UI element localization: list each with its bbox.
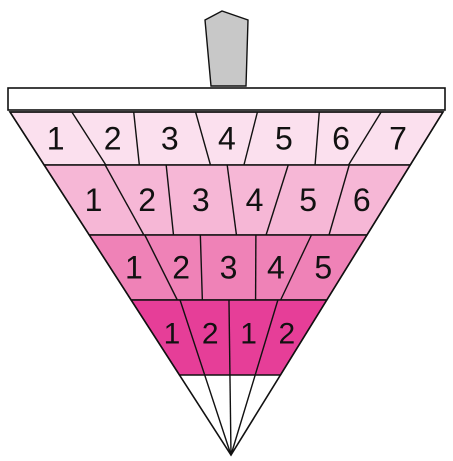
segment-label: 4 [246,182,264,218]
segment-label: 5 [314,250,332,286]
segment-label: 1 [125,250,143,286]
segment-label: 4 [267,250,285,286]
segment-label: 2 [278,317,295,350]
segment-label: 3 [192,182,210,218]
segment-label: 1 [85,182,103,218]
segment-label: 2 [104,121,122,157]
segment-label: 5 [299,182,317,218]
segment-label: 1 [164,317,181,350]
segment-label: 7 [389,121,407,157]
segment-label: 5 [275,121,293,157]
segment-label: 2 [202,317,219,350]
segment-label: 1 [240,317,257,350]
segment-label: 1 [47,121,65,157]
segment-label: 6 [332,121,350,157]
segment-label: 3 [220,250,238,286]
top-cap [8,88,445,110]
segment-label: 6 [353,182,371,218]
segment-label: 2 [138,182,156,218]
handle-icon [205,11,248,86]
segment-label: 3 [161,121,179,157]
segment-label: 2 [172,250,190,286]
segment-label: 4 [218,121,236,157]
